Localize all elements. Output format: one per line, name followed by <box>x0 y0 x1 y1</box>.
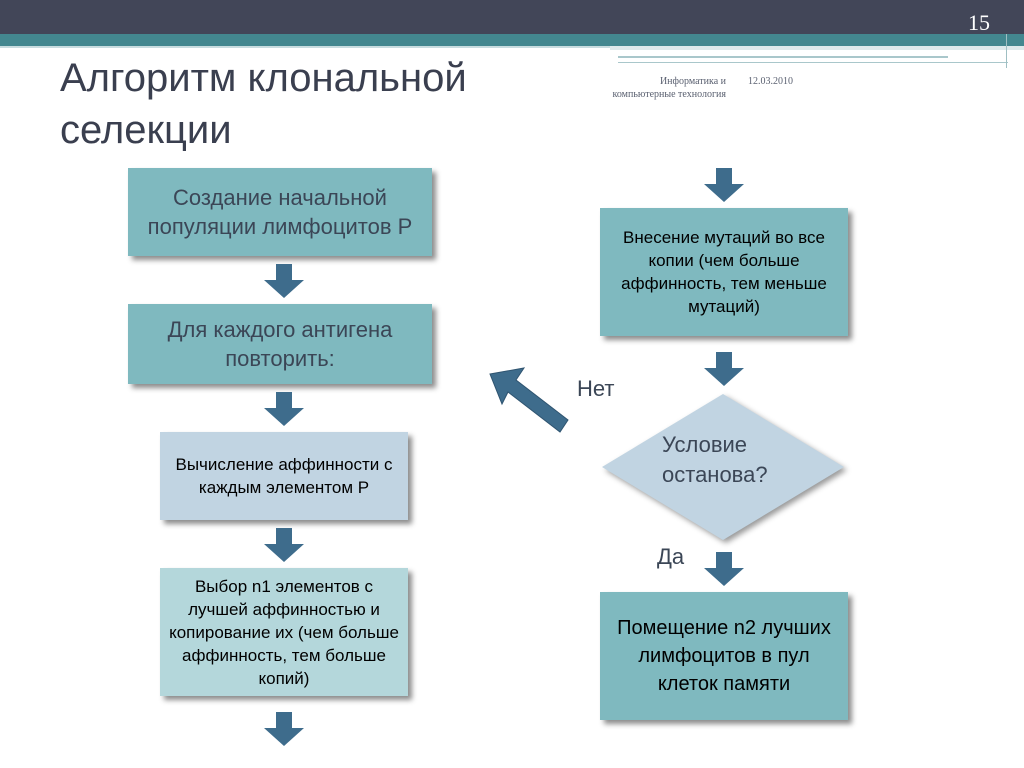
footer-subject: Информатика и компьютерные технология <box>612 76 727 100</box>
affinity-box: Вычисление аффинности с каждым элементом… <box>160 432 408 520</box>
yes-label: Да <box>657 544 685 569</box>
header-vertical-line <box>1006 34 1007 68</box>
title-line-2: селекции <box>60 108 232 152</box>
init-population-box: Создание начальной популяции лимфоцитов … <box>128 168 432 256</box>
header-dark-band <box>0 0 1024 34</box>
selection-box: Выбор n1 элементов с лучшей аффинностью … <box>160 568 408 696</box>
header-light-band-right <box>610 46 1024 50</box>
down-arrow-icon <box>264 712 304 746</box>
footer-date: 12.03.2010 <box>748 76 793 87</box>
down-arrow-icon <box>264 392 304 426</box>
down-arrow-icon <box>704 352 744 386</box>
down-arrow-icon <box>264 528 304 562</box>
header-thin-line-2 <box>618 62 1008 63</box>
header-light-band <box>0 46 610 48</box>
slide-title: Алгоритм клональной селекции <box>60 52 620 156</box>
down-arrow-icon <box>704 168 744 202</box>
no-label: Нет <box>577 376 615 401</box>
loop-box: Для каждого антигена повторить: <box>128 304 432 384</box>
header-teal-band <box>0 34 1024 46</box>
condition-diamond <box>602 394 844 540</box>
down-arrow-icon <box>704 552 744 586</box>
mutation-box: Внесение мутаций во все копии (чем больш… <box>600 208 848 336</box>
title-line-1: Алгоритм клональной <box>60 56 467 100</box>
header-thin-line <box>618 56 948 58</box>
memory-pool-box: Помещение n2 лучших лимфоцитов в пул кле… <box>600 592 848 720</box>
back-arrow-icon <box>489 367 569 433</box>
condition-text: Условие останова? <box>662 432 768 487</box>
page-number: 15 <box>968 10 990 35</box>
down-arrow-icon <box>264 264 304 298</box>
